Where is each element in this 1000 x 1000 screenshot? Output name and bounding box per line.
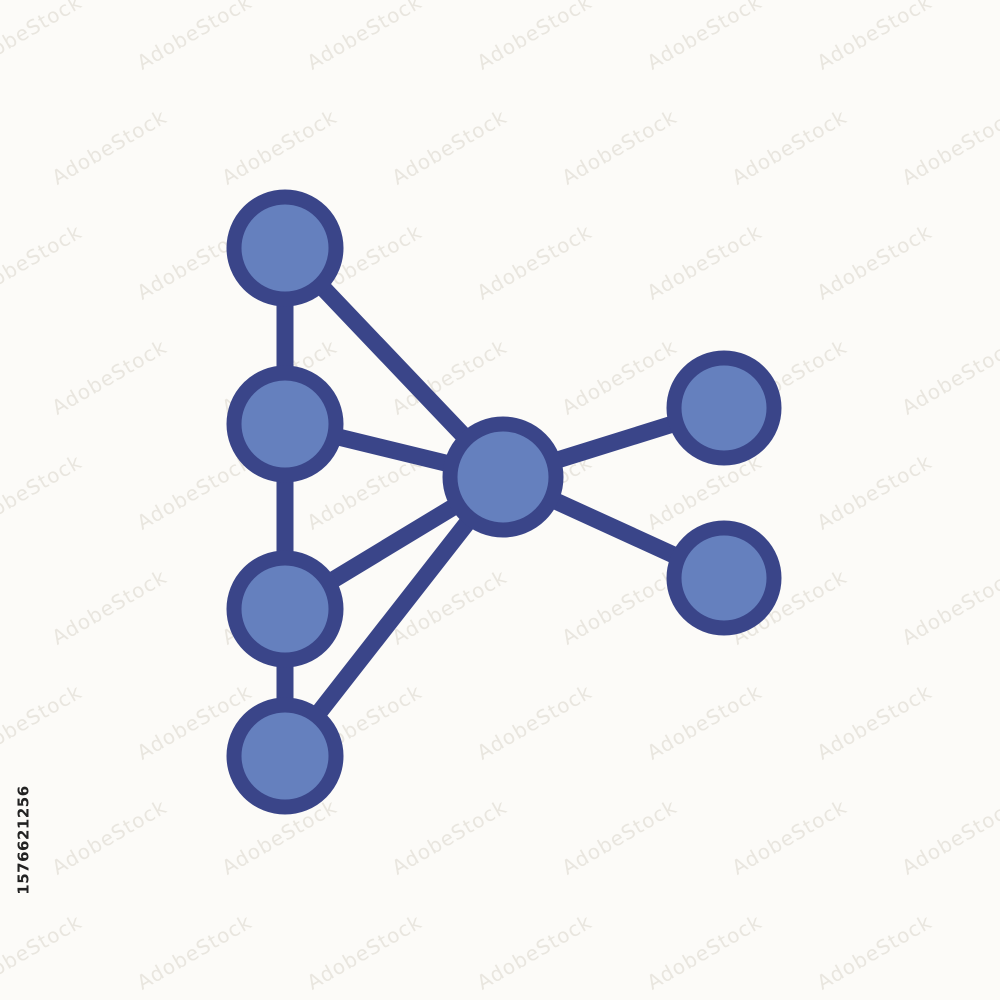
image-id-label: 1576621256 xyxy=(12,757,36,922)
image-id-text: 1576621256 xyxy=(15,784,33,895)
node-left-4 xyxy=(226,697,344,815)
network-nodes xyxy=(226,189,782,815)
node-left-2 xyxy=(226,365,344,483)
node-left-1 xyxy=(226,189,344,307)
node-center xyxy=(442,416,564,538)
node-right-2 xyxy=(666,520,782,636)
node-right-1 xyxy=(666,350,782,466)
node-left-3 xyxy=(226,550,344,668)
